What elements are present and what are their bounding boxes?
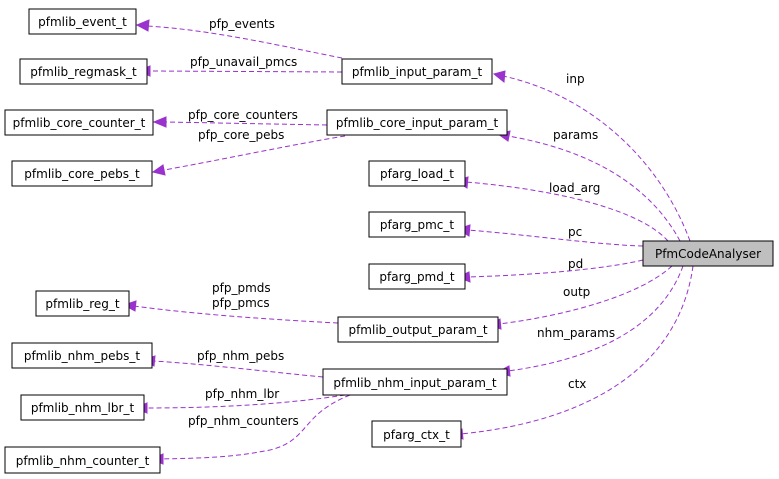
edge-pfp-nhm-counters [160,394,351,460]
node-label: pfarg_ctx_t [383,428,450,442]
node-label: pfarg_pmd_t [379,270,454,284]
node-pfmlib-regmask-t[interactable]: pfmlib_regmask_t [19,58,148,85]
label-nhm-params: nhm_params [537,326,615,340]
node-pfmlib-core-pebs-t[interactable]: pfmlib_core_pebs_t [11,160,153,187]
node-pfmcodeanalyser[interactable]: PfmCodeAnalyser [642,240,774,267]
edges [133,25,694,460]
node-pfmlib-event-t[interactable]: pfmlib_event_t [28,8,137,35]
node-label: pfmlib_nhm_counter_t [16,454,150,468]
label-pfp-pmds: pfp_pmds [212,281,271,295]
label-pfp-nhm-lbr: pfp_nhm_lbr [205,387,279,401]
node-label: pfmlib_nhm_lbr_t [31,401,135,415]
arrowhead-pfp-core-counters [152,116,167,128]
arrowheads [122,19,511,465]
node-label: pfmlib_core_pebs_t [24,167,140,181]
edge-pfp-events [146,25,343,59]
node-label: PfmCodeAnalyser [655,247,761,261]
node-pfmlib-nhm-lbr-t[interactable]: pfmlib_nhm_lbr_t [20,394,145,421]
edge-pfp-unavail-pmcs [148,70,343,73]
node-pfmlib-output-param-t[interactable]: pfmlib_output_param_t [337,316,499,343]
nodes: PfmCodeAnalyser pfmlib_event_t pfmlib_re… [4,8,774,474]
node-label: pfarg_pmc_t [380,218,454,232]
edge-pfp-core-pebs [163,135,346,171]
label-pc: pc [568,225,582,239]
label-ctx: ctx [568,377,586,391]
edge-pc [467,229,644,247]
label-pfp-pmcs: pfp_pmcs [212,296,270,310]
arrowhead-inp [492,70,506,83]
node-label: pfmlib_input_param_t [352,65,483,79]
label-pfp-core-counters: pfp_core_counters [188,108,298,122]
node-pfarg-load-t[interactable]: pfarg_load_t [368,160,466,187]
arrowhead-pfp-events [135,19,150,32]
node-label: pfmlib_core_input_param_t [336,116,499,130]
node-pfmlib-reg-t[interactable]: pfmlib_reg_t [35,290,130,317]
label-pd: pd [568,257,583,271]
label-outp: outp [563,285,590,299]
edge-pfp-core-counters [164,121,328,126]
edge-ctx [460,265,694,435]
node-label: pfmlib_regmask_t [30,65,137,79]
node-pfmlib-input-param-t[interactable]: pfmlib_input_param_t [341,58,493,85]
node-label: pfmlib_nhm_input_param_t [333,376,497,390]
edge-pfp-pmds-pmcs [133,305,339,324]
label-pfp-core-pebs: pfp_core_pebs [198,128,284,142]
label-pfp-unavail-pmcs: pfp_unavail_pmcs [190,55,297,69]
label-pfp-nhm-pebs: pfp_nhm_pebs [197,349,284,363]
label-pfp-nhm-counters: pfp_nhm_counters [188,414,299,428]
node-pfmlib-core-counter-t[interactable]: pfmlib_core_counter_t [4,109,154,136]
arrowhead-pfp-core-pebs [151,164,166,176]
node-label: pfmlib_event_t [38,15,127,29]
edge-load-arg [465,181,669,242]
node-label: pfarg_load_t [380,167,454,181]
node-pfmlib-core-input-param-t[interactable]: pfmlib_core_input_param_t [326,109,508,136]
node-pfmlib-nhm-counter-t[interactable]: pfmlib_nhm_counter_t [4,446,161,474]
edge-inp [502,75,691,242]
node-pfarg-pmc-t[interactable]: pfarg_pmc_t [368,211,466,238]
edge-pfp-nhm-pebs [152,360,324,378]
node-label: pfmlib_nhm_pebs_t [24,349,141,363]
node-label: pfmlib_reg_t [45,297,119,311]
edge-pd [467,259,644,278]
edge-pfp-nhm-lbr [144,394,346,409]
node-label: pfmlib_output_param_t [348,323,487,337]
node-pfmlib-nhm-pebs-t[interactable]: pfmlib_nhm_pebs_t [11,342,153,369]
label-params: params [553,128,598,142]
edge-labels: pfp_events pfp_unavail_pmcs inp pfp_core… [188,17,615,428]
node-pfarg-pmd-t[interactable]: pfarg_pmd_t [368,263,466,290]
edge-outp [498,265,673,325]
edge-params [507,135,681,242]
label-load-arg: load_arg [549,181,600,195]
node-label: pfmlib_core_counter_t [13,116,146,130]
node-pfmlib-nhm-input-param-t[interactable]: pfmlib_nhm_input_param_t [322,368,508,396]
label-pfp-events: pfp_events [209,17,275,31]
edge-nhm-params [507,265,684,372]
node-pfarg-ctx-t[interactable]: pfarg_ctx_t [371,420,462,448]
label-inp: inp [566,72,585,86]
